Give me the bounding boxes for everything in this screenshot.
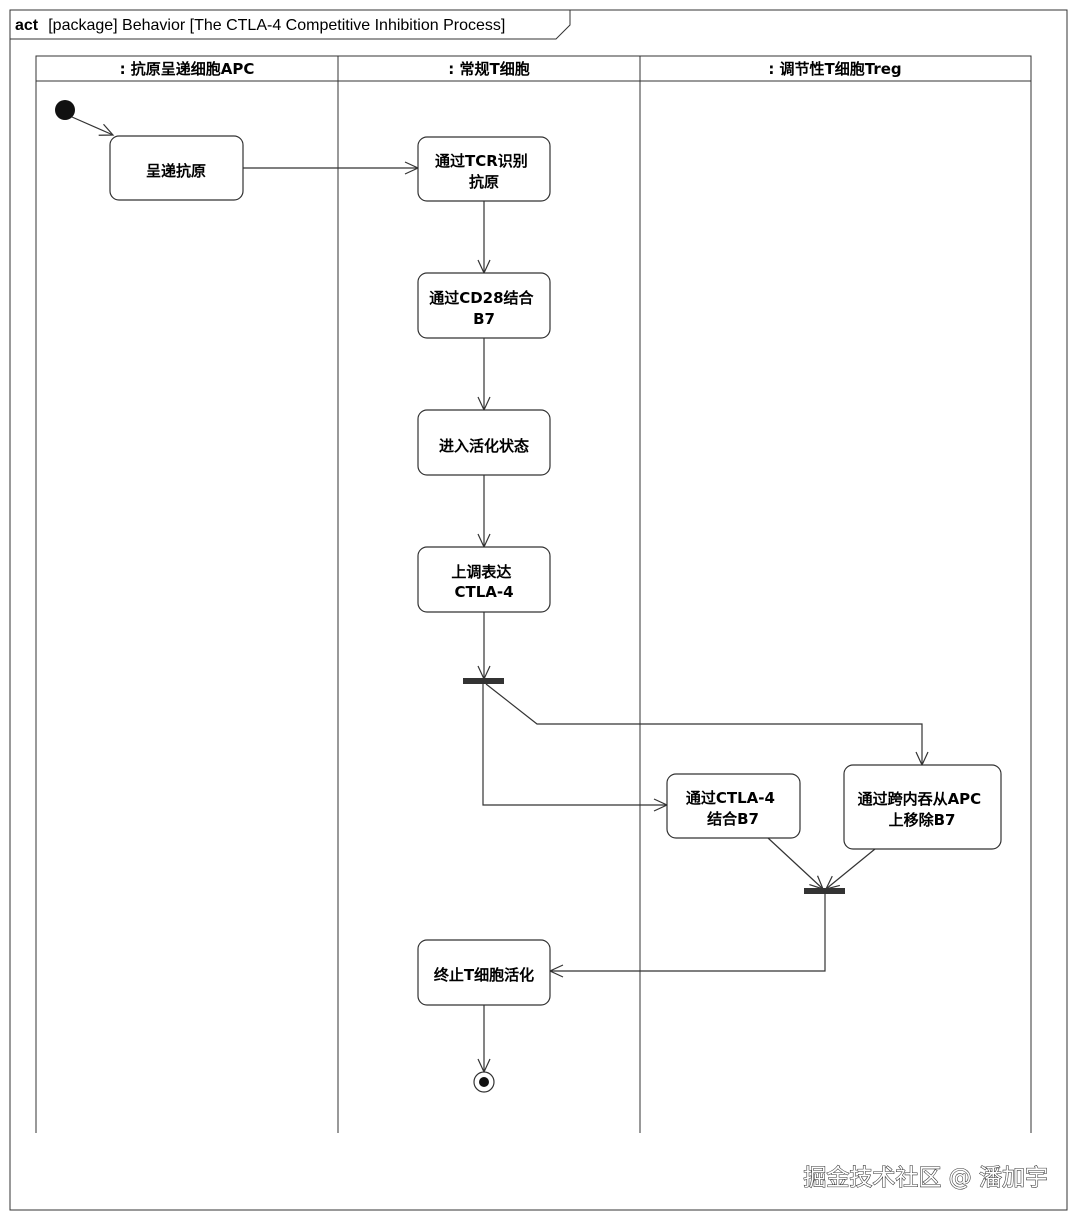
frame-keyword: act [15,17,39,34]
action-present-antigen: 呈递抗原 [109,135,244,201]
action-label: 通过CTLA-4 结合B7 [686,789,780,828]
initial-node [55,100,75,120]
watermark: 掘金技术社区 @ 潘加宇 [803,1165,1048,1191]
lane-title-tcell: : 常规T细胞 [448,60,529,78]
final-node [473,1071,495,1093]
join-bar [804,888,845,894]
action-label: 通过CD28结合 B7 [429,289,539,328]
lane-title-treg: : 调节性T细胞Treg [768,60,901,78]
frame-title-tab [10,10,571,40]
action-terminate-activation: 终止T细胞活化 [417,939,551,1006]
flow-fork-to-remove [485,683,929,767]
control-flows [71,116,929,1074]
action-label: 通过跨内吞从APC 上移除B7 [858,790,987,829]
flow-remove-to-join [824,848,876,890]
flow-fork-to-ctla4bind [482,684,669,812]
action-label: 通过TCR识别 抗原 [435,152,533,191]
frame-title: act [package] Behavior [The CTLA-4 Compe… [15,15,505,34]
action-activate: 进入活化状态 [417,409,551,476]
swimlanes [35,55,1032,1133]
action-label: 终止T细胞活化 [434,966,534,984]
lane-title-apc: : 抗原呈递细胞APC [120,60,255,78]
action-tcr-recognize: 通过TCR识别 抗原 [417,136,551,202]
action-label: 上调表达 CTLA-4 [451,563,516,601]
action-ctla4-bind-b7: 通过CTLA-4 结合B7 [666,773,801,839]
action-cd28-bind: 通过CD28结合 B7 [417,272,551,339]
diagram-frame [9,9,1068,1211]
flow-join-to-terminate [548,894,826,978]
action-remove-b7: 通过跨内吞从APC 上移除B7 [843,764,1002,850]
fork-bar [463,678,504,684]
action-label: 呈递抗原 [146,162,206,180]
flow-ctla4bind-to-join [767,837,825,890]
action-upregulate-ctla4: 上调表达 CTLA-4 [417,546,551,613]
frame-title-text: [package] Behavior [The CTLA-4 Competiti… [48,17,505,34]
action-label: 进入活化状态 [439,437,529,455]
flow-initial-to-present [71,116,115,136]
